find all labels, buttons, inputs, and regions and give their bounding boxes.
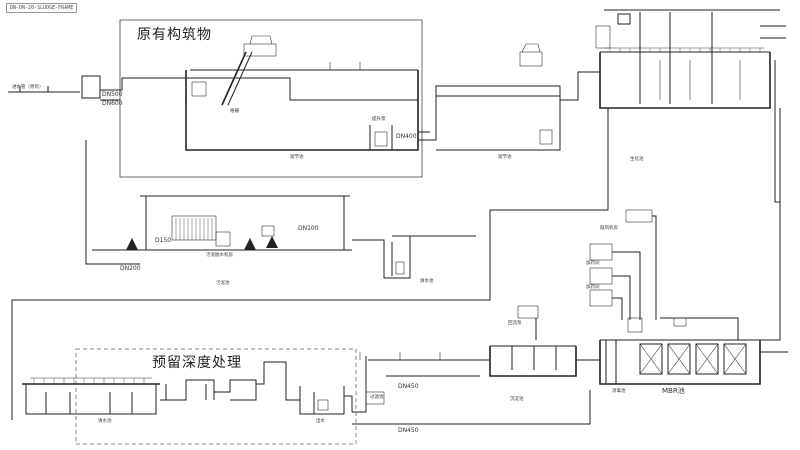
dn450b-label: DN450 [398, 427, 419, 434]
sludge-label: 污泥池 [216, 281, 230, 286]
bio-label: 生化池 [630, 157, 644, 162]
inlet-well [81, 75, 101, 99]
tank2-label: 消毒池 [612, 389, 626, 394]
r1-label: 沉淀池 [510, 397, 524, 402]
existing-region-title: 原有构筑物 [137, 27, 212, 43]
r3-label: 清水池 [98, 419, 112, 424]
m3-label: 加药间 [586, 285, 600, 290]
d150-label: D150 [155, 237, 172, 244]
m2-label: 加药间 [586, 261, 600, 266]
reserved-unit-4 [256, 361, 300, 401]
pool2-label: 调节池 [498, 155, 512, 160]
tank1-label: 清水池 [420, 279, 434, 284]
sludge-tank [352, 235, 450, 279]
grit-channel [185, 70, 419, 151]
screen-conveyor [221, 51, 247, 106]
mbr-label: MBR池 [662, 387, 685, 395]
m4-label: 回流泵 [508, 321, 522, 326]
basin-2 [418, 85, 561, 151]
bio-tank [599, 52, 771, 109]
pump1-label: 提升泵 [372, 117, 386, 122]
inflow-label: 进水管（原有） [12, 85, 44, 90]
reserved-unit-3 [214, 379, 257, 401]
r2-label: 过滤池 [370, 395, 384, 400]
reserved-unit-1 [25, 384, 157, 415]
dn200-label: DN200 [120, 265, 141, 272]
mbr-tank [599, 340, 761, 385]
r4-label: 出水 [316, 419, 325, 424]
reserved-region-title: 预留深度处理 [152, 355, 242, 371]
mid-tank [489, 346, 577, 377]
equip-label: 污泥脱水机房 [206, 253, 233, 258]
dn600-label: DN600 [102, 100, 123, 107]
reserved-unit-2 [160, 379, 215, 401]
reserved-unit-5 [299, 386, 345, 415]
reserved-region-box [75, 348, 357, 445]
drawing-tag: DN-DN-20-SLUDGE-FRAME [6, 3, 78, 13]
dn500-label: DN500 [102, 91, 123, 98]
pool1-label: 调节池 [290, 155, 304, 160]
return-pipe [11, 108, 609, 420]
m1-label: 鼓风机房 [600, 226, 618, 231]
dn450a-label: DN450 [398, 383, 419, 390]
dn400-label: DN400 [396, 133, 417, 140]
dn100-label: DN100 [298, 225, 319, 232]
existing-region-box [119, 19, 423, 178]
grille-label: 格栅 [230, 109, 239, 114]
